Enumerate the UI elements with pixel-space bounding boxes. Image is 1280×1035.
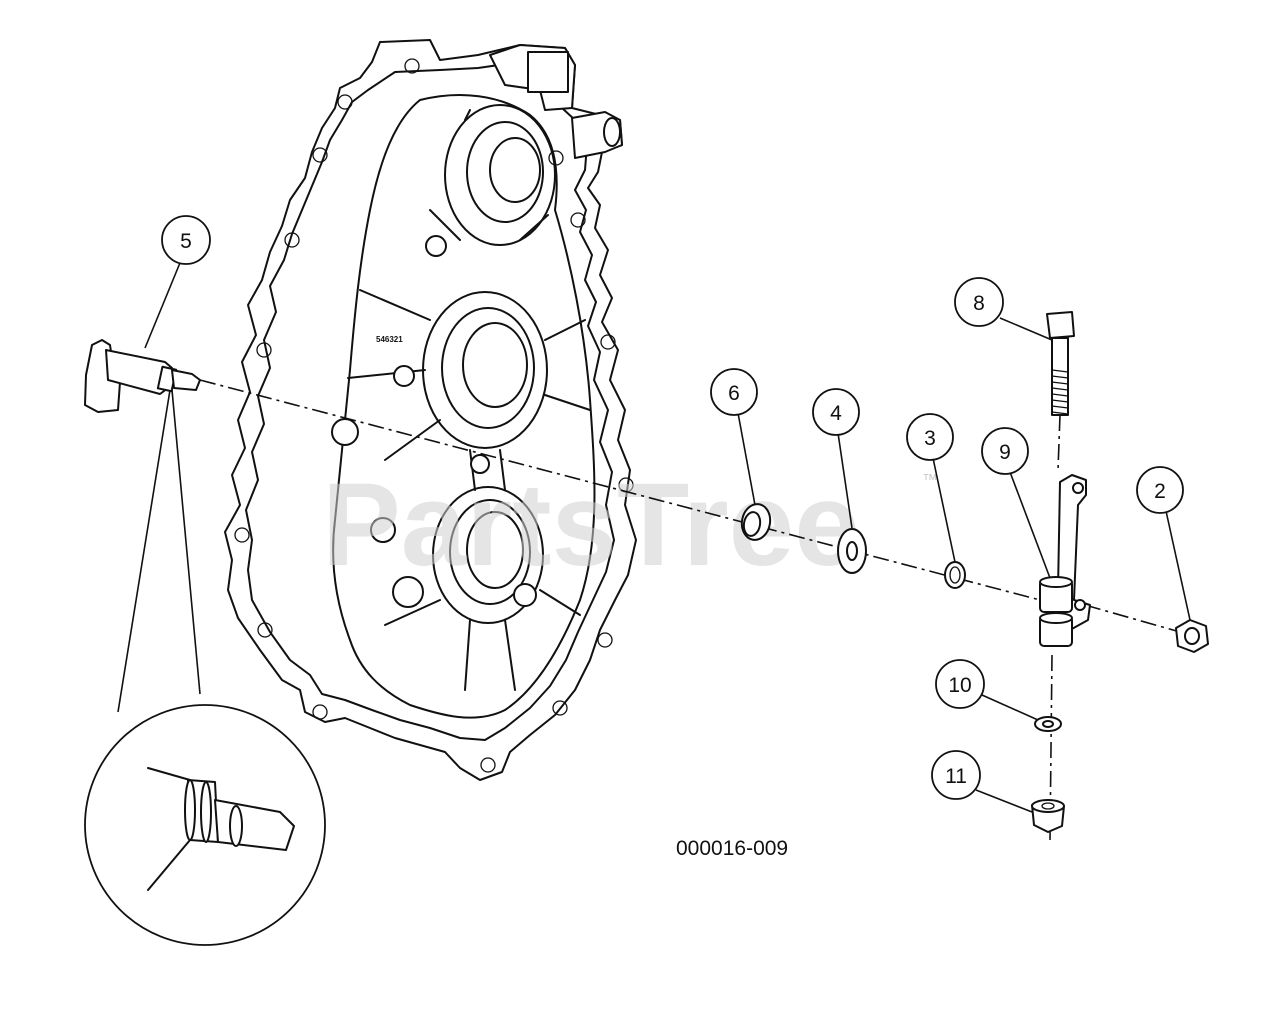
callout-6-label: 6: [728, 382, 740, 405]
callout-5: 5: [161, 215, 211, 265]
callout-5-label: 5: [180, 230, 192, 253]
part-9-shift-arm: [1039, 474, 1091, 647]
callout-6: 6: [710, 368, 758, 416]
callout-8-label: 8: [973, 292, 985, 315]
part-8-bolt: [1046, 311, 1075, 471]
figure-code: 000016-009: [676, 837, 788, 860]
watermark-text: PartsTree: [322, 459, 860, 591]
callout-2-label: 2: [1154, 480, 1166, 503]
casting-mark: 546321: [376, 335, 403, 344]
detail-magnifier: [84, 389, 326, 946]
callout-3: 3: [906, 413, 954, 461]
callout-4: 4: [812, 388, 860, 436]
callout-11-label: 11: [945, 765, 967, 788]
part-4-washer: [837, 528, 867, 574]
watermark-trademark: ™: [922, 472, 938, 489]
callout-2: 2: [1136, 466, 1184, 514]
part-10-lock-washer: [1034, 716, 1062, 732]
callout-3-label: 3: [924, 427, 936, 450]
callout-10-label: 10: [948, 674, 971, 697]
transmission-housing: 546321: [224, 39, 637, 781]
callout-9: 9: [981, 427, 1029, 475]
callout-9-label: 9: [999, 441, 1011, 464]
part-11-flange-nut: [1031, 799, 1065, 833]
callout-8: 8: [954, 277, 1004, 327]
callout-4-label: 4: [830, 402, 842, 425]
part-5-shift-shaft: [84, 339, 201, 413]
part-3-o-ring: [944, 561, 966, 589]
callouts: 5 6 4 3 9 8 2 10: [161, 215, 1184, 800]
part-2-nut: [1175, 619, 1209, 653]
callout-10: 10: [935, 659, 985, 709]
callout-11: 11: [931, 750, 981, 800]
part-6-seal: [740, 503, 772, 541]
leader-lines: [144, 257, 1191, 813]
